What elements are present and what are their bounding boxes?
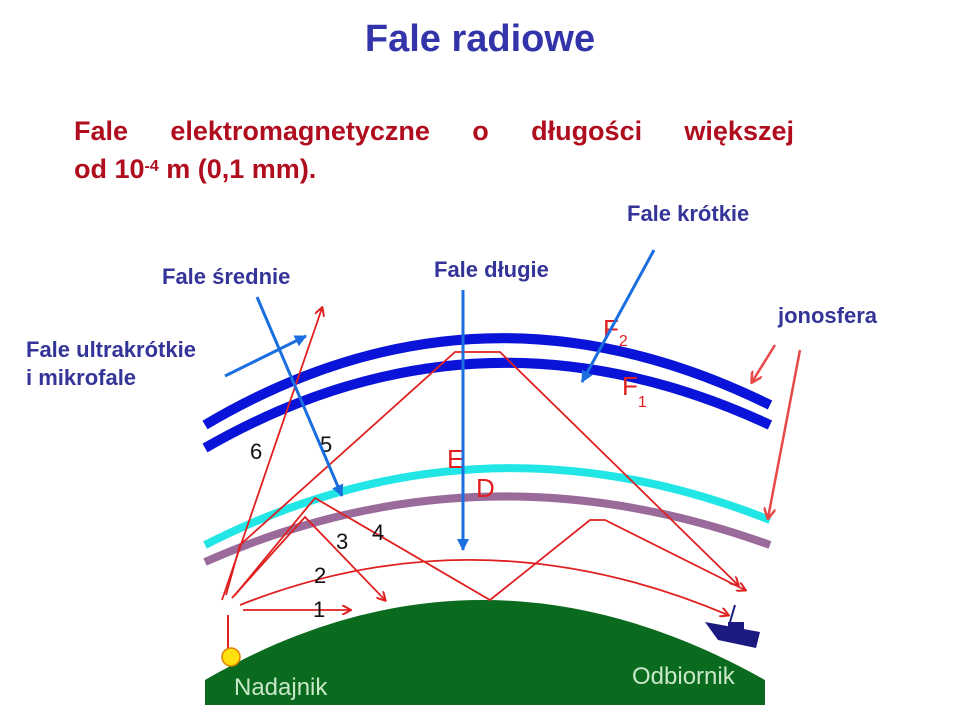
- subtitle-suffix: m (0,1 mm).: [158, 154, 317, 184]
- label-fale-srednie: Fale średnie: [162, 264, 291, 289]
- receiver-label: Odbiornik: [632, 663, 736, 690]
- layer-d-label: D: [476, 473, 495, 503]
- pointer-arrow-jonosfera-f: [752, 344, 777, 382]
- subtitle-word: Fale: [74, 116, 129, 146]
- pointer-arrow-jonosfera-d: [768, 349, 802, 518]
- transmitter-icon: [221, 647, 241, 667]
- earth-ground: [205, 600, 765, 705]
- subtitle-line-2: od 10-4 m (0,1 mm).: [74, 150, 794, 188]
- path-number-3: 3: [336, 529, 348, 554]
- layer-f1-label: F1: [622, 371, 647, 411]
- layer-f1: [202, 357, 773, 453]
- subtitle-word: elektromagnetyczne: [170, 116, 430, 146]
- layer-e: [203, 464, 772, 549]
- subtitle-line-1: Fale elektromagnetyczne o długości więks…: [74, 112, 794, 150]
- path-number-1: 1: [313, 597, 325, 622]
- label-line-2: i mikrofale: [26, 365, 137, 390]
- layer-e-label: E: [447, 444, 464, 474]
- path-number-2: 2: [314, 563, 326, 588]
- label-fale-dlugie: Fale długie: [434, 257, 549, 282]
- subtitle-word: długości: [531, 116, 643, 146]
- subtitle-word: o: [472, 116, 489, 146]
- subtitle-definition: Fale elektromagnetyczne o długości więks…: [74, 112, 794, 188]
- path-number-6: 6: [250, 439, 262, 464]
- page-title: Fale radiowe: [364, 18, 596, 60]
- pointer-arrow-fale-srednie: [255, 296, 344, 497]
- layer-f2: [202, 333, 773, 430]
- layer-d: [203, 492, 772, 566]
- subtitle-word: większej: [684, 116, 794, 146]
- pointer-arrow-fale-krotkie: [580, 249, 656, 383]
- path-number-5: 5: [320, 432, 332, 457]
- label-jonosfera: jonosfera: [778, 303, 878, 328]
- transmitter-label: Nadajnik: [234, 674, 328, 701]
- subtitle-prefix: od 10: [74, 154, 145, 184]
- pointer-arrow-ultrakrotkie: [224, 334, 307, 378]
- receiver-ship-icon: [705, 604, 760, 648]
- label-fale-krotkie: Fale krótkie: [627, 201, 750, 226]
- label-fale-ultrakrotkie: Fale ultrakrótkie i mikrofale: [26, 336, 196, 392]
- exponent: -4: [144, 158, 159, 175]
- path-number-4: 4: [372, 520, 384, 545]
- wave-rays: [221, 308, 745, 615]
- label-line-1: Fale ultrakrótkie: [26, 337, 196, 362]
